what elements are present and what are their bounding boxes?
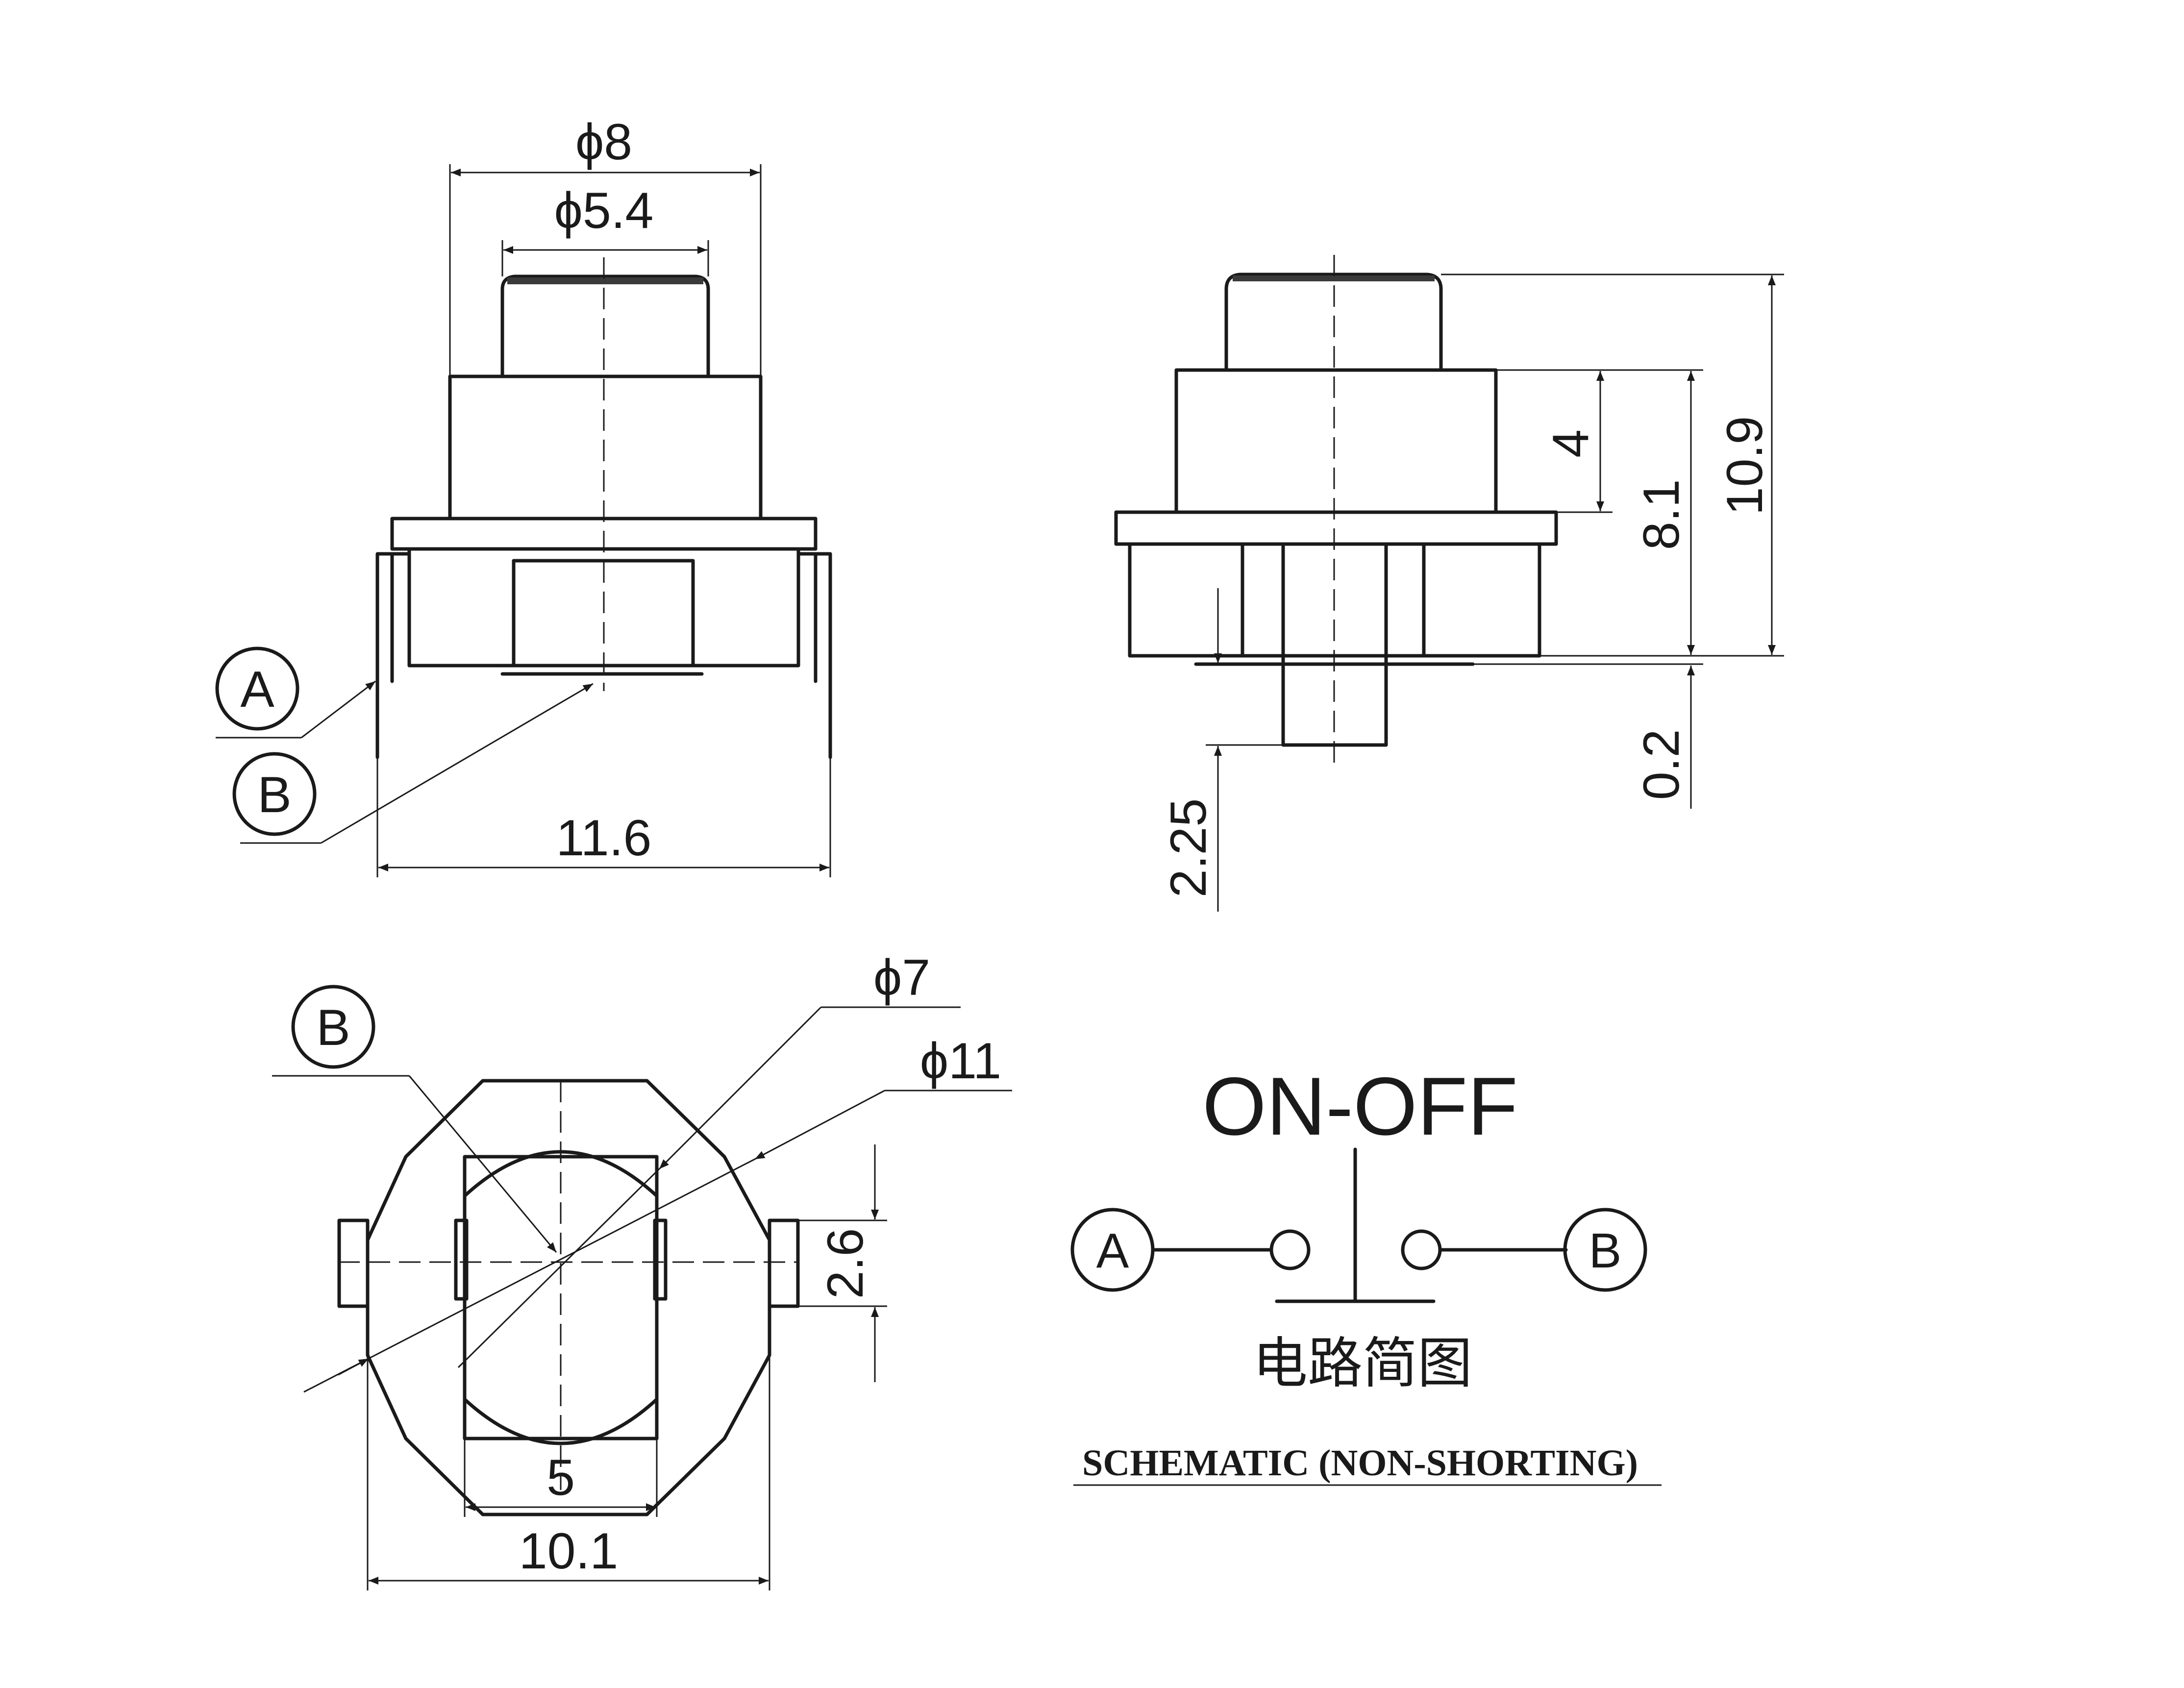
dim-plunger-drop-label: 2.25	[1160, 798, 1217, 897]
dim-outer-width: 10.1	[367, 1355, 770, 1590]
front-view: ϕ8 ϕ5.4 11.6 A B	[215, 114, 832, 877]
dim-tab-height: 2.6	[798, 1144, 887, 1382]
schematic-caption-cn: 电路简图	[1253, 1332, 1472, 1395]
dim-total-height: 10.9	[1441, 273, 1784, 657]
leader-b: B	[232, 683, 594, 844]
schematic-title: ON-OFF	[1202, 1060, 1518, 1152]
leader-a-label: A	[240, 661, 274, 718]
dim-outer-diameter-label: ϕ8	[575, 114, 632, 171]
dim-outer-diameter-bottom-label: ϕ11	[920, 1033, 1001, 1090]
dim-plunger-drop: 2.25	[1160, 588, 1283, 912]
leader-b-label: B	[257, 767, 291, 823]
dim-collar-height: 4	[1542, 371, 1613, 513]
dim-inner-width-label: 5	[546, 1449, 575, 1506]
side-view: 10.9 8.1 4 0.2 2.25	[1114, 255, 1784, 912]
dim-pin-span-label: 11.6	[556, 810, 652, 867]
dim-inner-width: 5	[464, 1439, 658, 1517]
dim-inner-diameter: ϕ7	[457, 949, 961, 1368]
bottom-view: B ϕ7 ϕ11 2.6 5	[272, 949, 1012, 1590]
dim-cap-diameter: ϕ5.4	[501, 182, 709, 276]
dim-tab-height-label: 2.6	[817, 1228, 874, 1299]
schematic: ON-OFF A B 电路简图 SCHEMATIC (NON-SHORTING)	[1070, 1060, 1662, 1486]
dim-pin-span: 11.6	[376, 757, 831, 877]
schematic-terminal-a-label: A	[1096, 1223, 1129, 1278]
dim-cap-diameter-label: ϕ5.4	[554, 182, 654, 239]
dim-body-to-base: 8.1	[1496, 369, 1703, 655]
dim-base-offset: 0.2	[1473, 663, 1703, 809]
dim-base-offset-label: 0.2	[1633, 729, 1690, 800]
front-view-body	[375, 257, 832, 759]
leader-bottom-b: B	[272, 985, 557, 1253]
side-view-body	[1114, 255, 1558, 765]
dim-collar-height-label: 4	[1542, 429, 1599, 458]
dim-inner-diameter-label: ϕ7	[873, 949, 930, 1006]
schematic-caption-en: SCHEMATIC (NON-SHORTING)	[1082, 1442, 1638, 1484]
dim-body-to-base-label: 8.1	[1633, 479, 1690, 550]
dim-outer-width-label: 10.1	[519, 1523, 618, 1580]
dim-outer-diameter-bottom: ϕ11	[303, 1033, 1012, 1393]
leader-bottom-b-label: B	[316, 999, 350, 1056]
dim-outer-diameter: ϕ8	[449, 114, 762, 376]
schematic-terminal-b-label: B	[1589, 1223, 1622, 1278]
schematic-terminal-b: B	[1563, 1208, 1647, 1292]
leader-a: A	[215, 646, 376, 739]
schematic-terminal-a: A	[1070, 1208, 1155, 1292]
dim-total-height-label: 10.9	[1716, 416, 1773, 515]
